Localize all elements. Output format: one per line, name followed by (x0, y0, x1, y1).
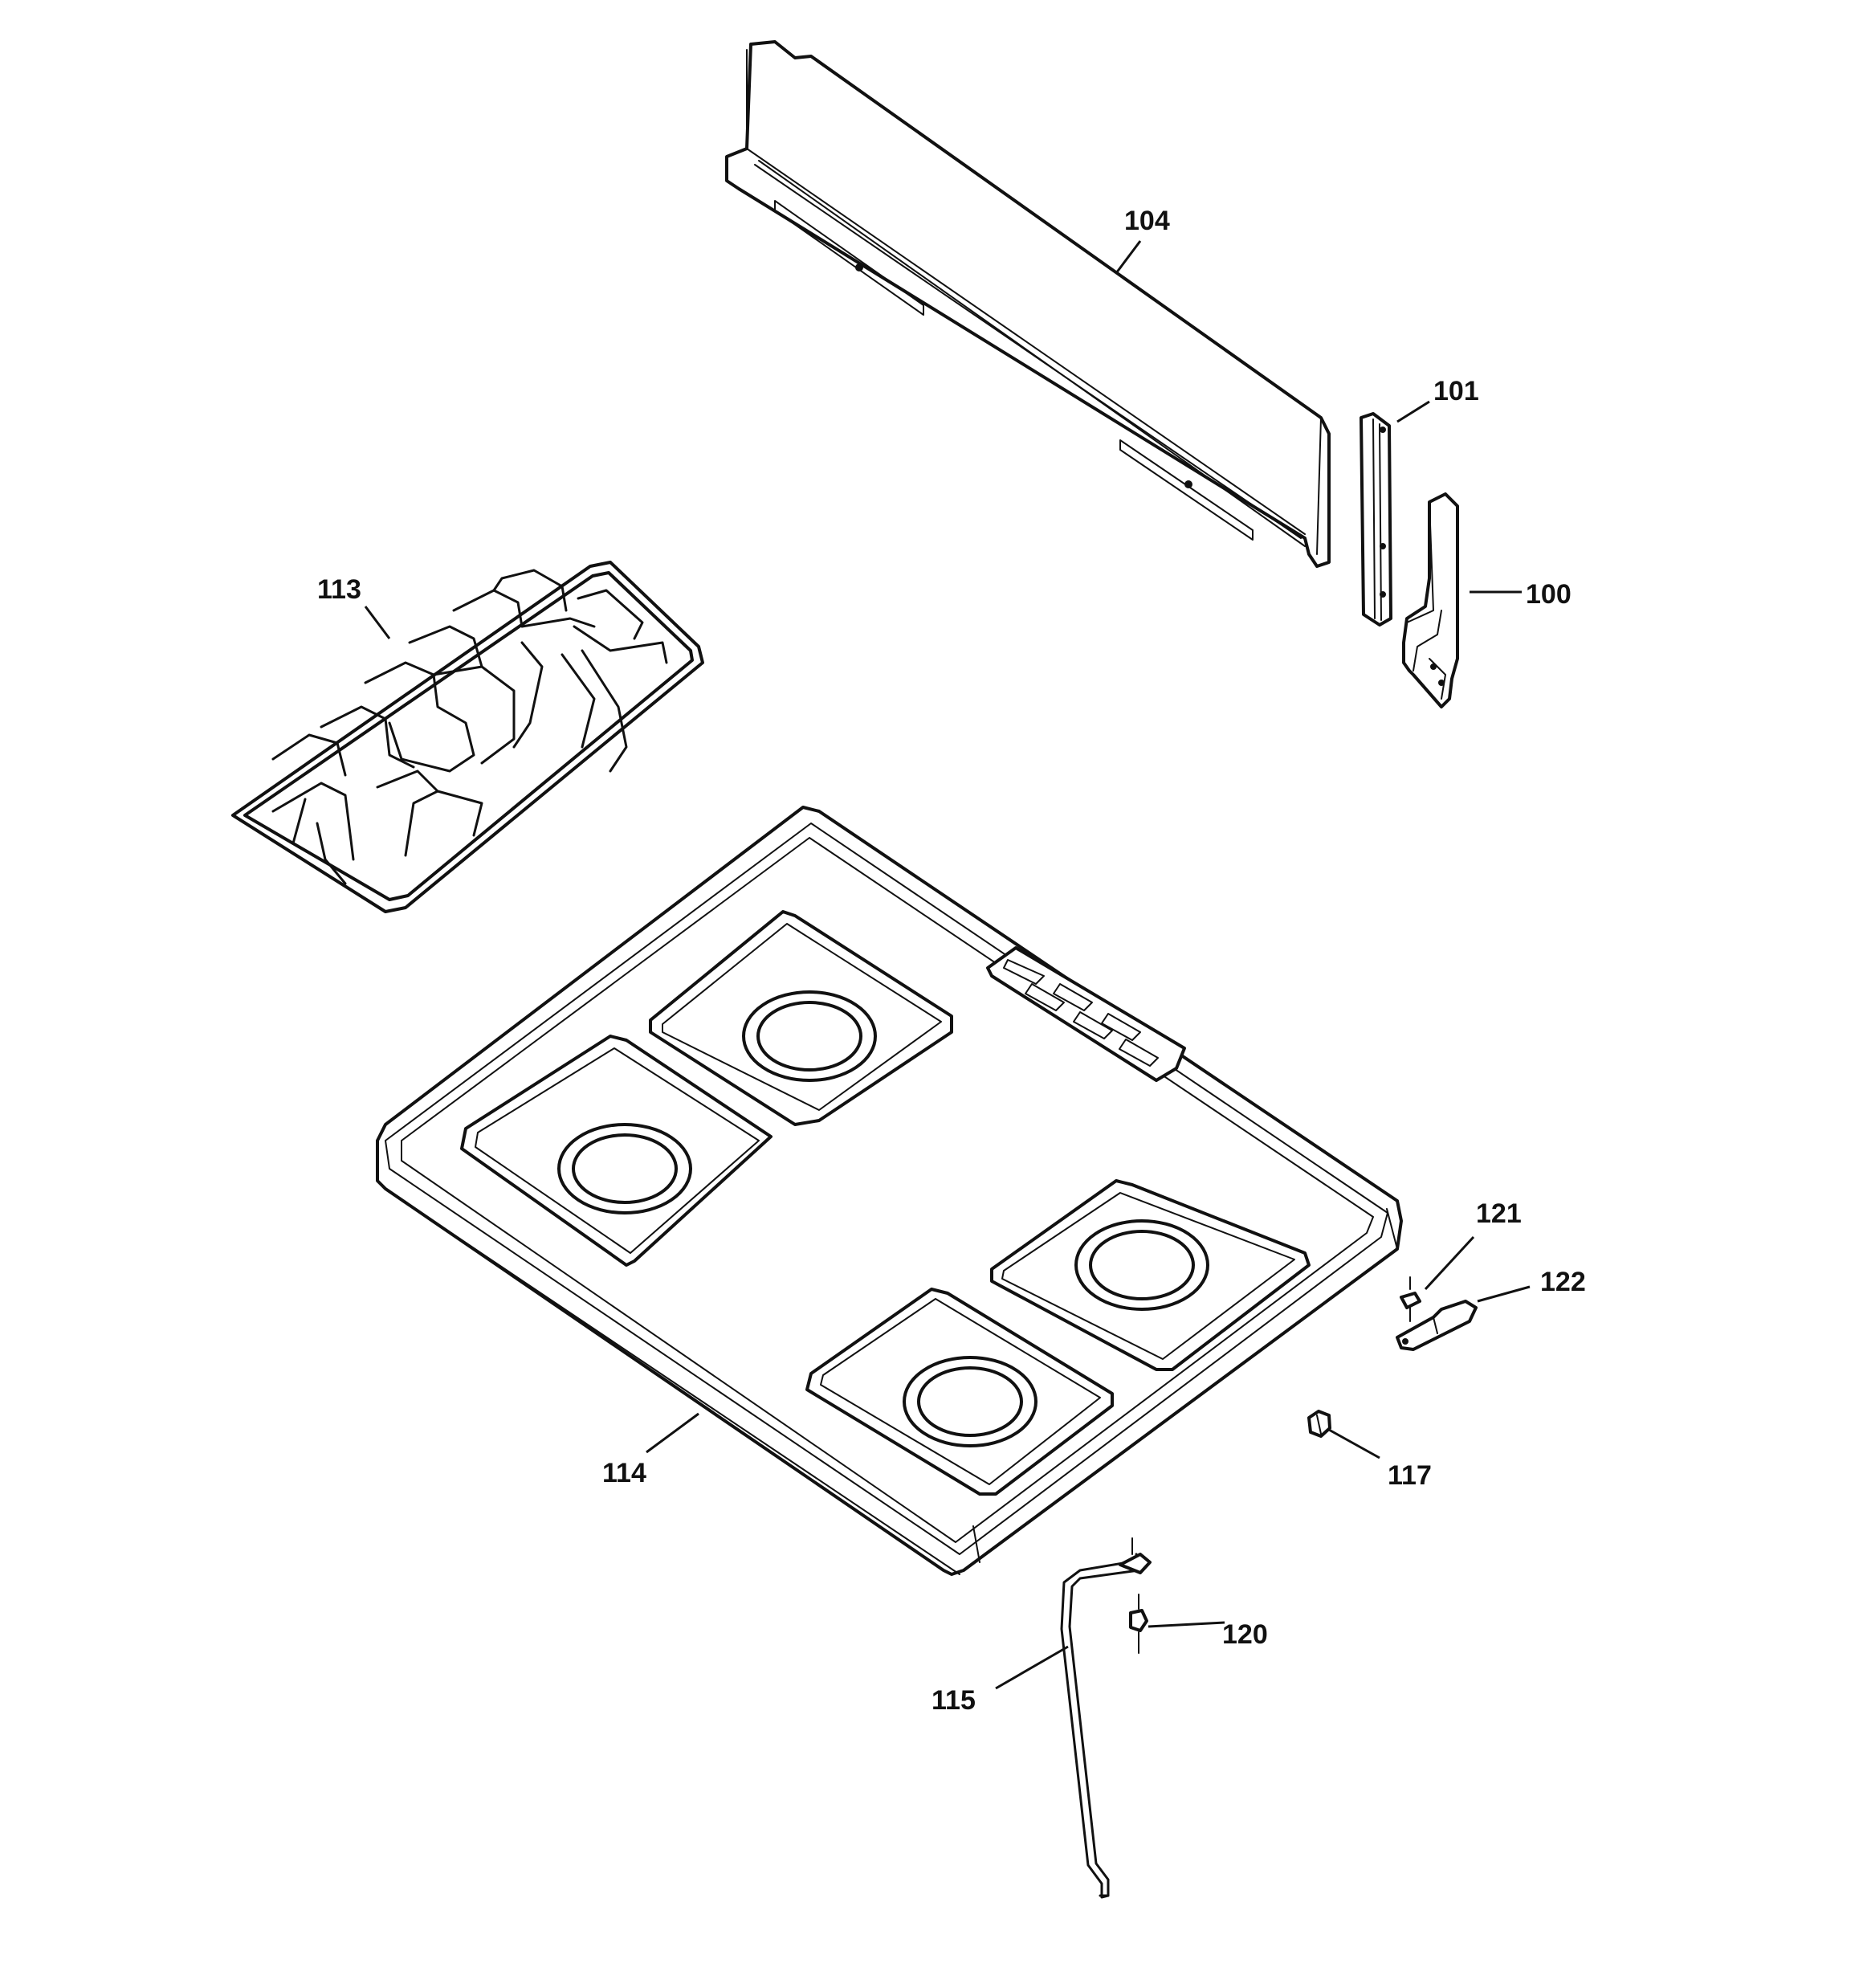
part-104-backsplash (725, 40, 1331, 568)
part-113-grate (231, 561, 704, 913)
label-114: 114 (602, 1458, 646, 1488)
label-115: 115 (932, 1685, 976, 1716)
label-122: 122 (1540, 1267, 1586, 1297)
leader-122 (1477, 1285, 1531, 1303)
label-113: 113 (317, 574, 361, 605)
label-117: 117 (1388, 1460, 1432, 1491)
part-122-bracket (1396, 1300, 1478, 1351)
part-117-nut (1307, 1410, 1331, 1438)
leader-lines (364, 240, 1531, 1690)
part-121-screw (1400, 1276, 1421, 1322)
leader-101 (1396, 400, 1430, 423)
part-100-endcap (1402, 492, 1459, 708)
label-121: 121 (1476, 1198, 1522, 1229)
label-120: 120 (1222, 1619, 1268, 1650)
label-101: 101 (1433, 376, 1479, 406)
label-104: 104 (1124, 206, 1170, 236)
leader-121 (1424, 1235, 1475, 1291)
part-114-cooktop (376, 806, 1403, 1576)
leader-114 (646, 1412, 699, 1454)
leader-117 (1328, 1428, 1380, 1459)
part-120-screw (1129, 1594, 1148, 1654)
leader-120 (1148, 1621, 1225, 1628)
leader-115 (995, 1645, 1069, 1690)
label-100: 100 (1526, 579, 1572, 610)
leader-104 (1115, 240, 1142, 274)
part-101-bracket (1360, 412, 1392, 627)
part-115-rod (1060, 1537, 1152, 1899)
leader-113 (364, 606, 391, 639)
callout-labels: 104 101 100 113 114 121 122 117 120 115 (317, 206, 1586, 1716)
